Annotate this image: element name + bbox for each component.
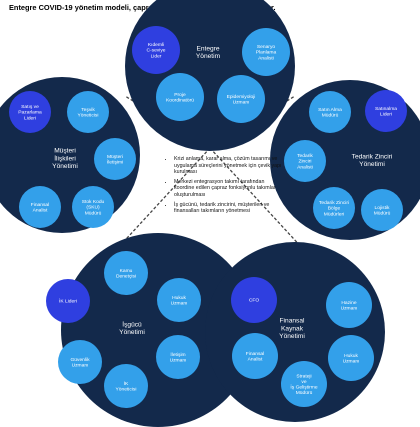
role-node <box>156 73 204 121</box>
summary-text: Krizi anlama, karar alma, çözüm tasarımı… <box>166 156 286 218</box>
summary-bullet: İş gücünü, tedarik zincirini, müşteriler… <box>174 202 286 215</box>
diagram-title: Entegre COVID-19 yönetim modeli, çapraz … <box>9 3 276 12</box>
role-node <box>67 91 109 133</box>
group-connector-line <box>115 147 211 251</box>
role-node <box>72 186 114 228</box>
role-node <box>19 186 61 228</box>
role-node <box>361 189 403 231</box>
role-node <box>284 140 326 182</box>
role-node <box>326 282 372 328</box>
summary-bullet: Merkezi entegrasyon takımı tarafından ko… <box>174 179 286 199</box>
role-node <box>231 277 277 323</box>
role-node <box>313 187 355 229</box>
summary-bullet: Krizi anlama, karar alma, çözüm tasarımı… <box>174 156 286 176</box>
role-node <box>217 75 265 123</box>
role-label: Stok Kodu(SKU)Müdürü <box>82 199 105 216</box>
role-label: CFO <box>249 298 260 304</box>
role-node <box>365 90 407 132</box>
role-node <box>281 361 327 407</box>
role-label: İK Lideri <box>59 298 77 305</box>
role-node <box>157 278 201 322</box>
role-node <box>46 279 90 323</box>
role-node <box>156 335 200 379</box>
role-node <box>104 364 148 408</box>
role-node <box>9 91 51 133</box>
role-node <box>58 340 102 384</box>
role-node <box>232 333 278 379</box>
summary-bullet-list: Krizi anlama, karar alma, çözüm tasarımı… <box>166 156 286 215</box>
group-connector-line <box>209 147 305 251</box>
role-node <box>309 91 351 133</box>
role-node <box>94 138 136 180</box>
role-node <box>328 335 374 381</box>
role-node <box>132 26 180 74</box>
role-node <box>242 28 290 76</box>
role-node <box>104 251 148 295</box>
